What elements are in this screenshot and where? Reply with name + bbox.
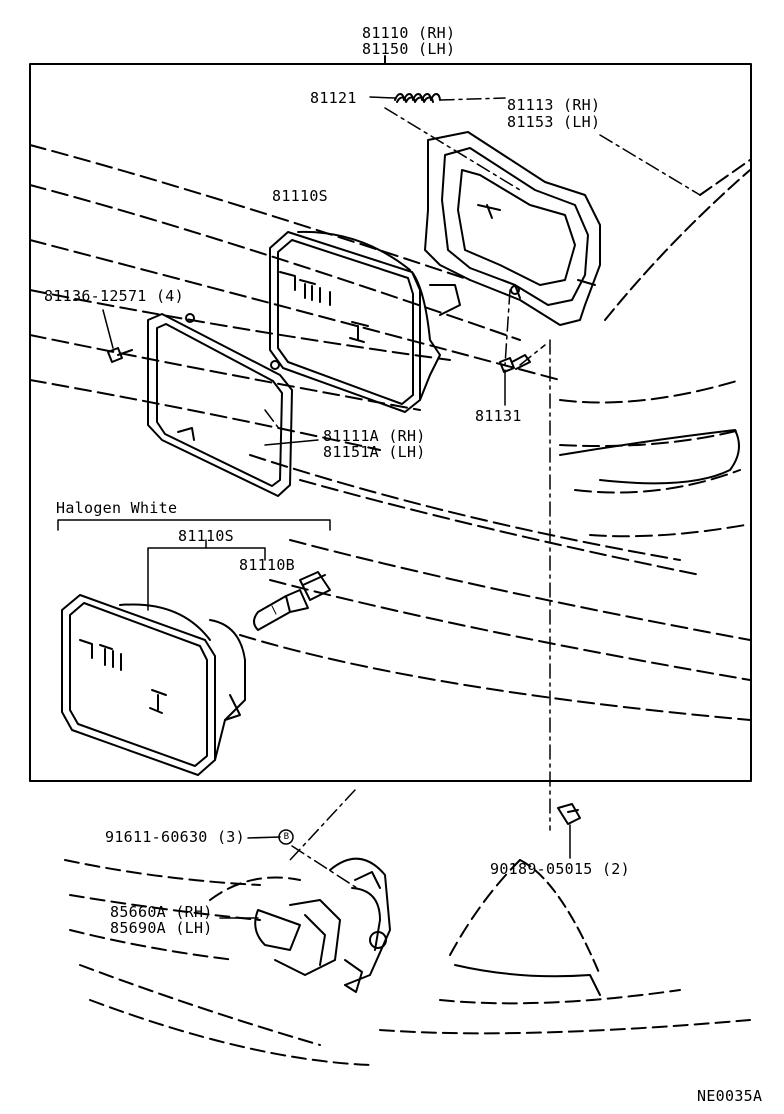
fog-lamp-part	[219, 857, 391, 993]
halogen-bracket	[57, 519, 331, 611]
label-screw: 81136-12571 (4)	[44, 287, 184, 305]
bezel-part	[147, 313, 293, 497]
label-halogen-bulb: 81110B	[239, 556, 295, 574]
fender-contour	[559, 429, 740, 485]
spring-part	[369, 93, 441, 103]
label-housing-lh: 81153 (LH)	[507, 113, 601, 131]
label-adjust-screw: 81131	[475, 407, 522, 425]
label-sealed-beam: 81110S	[272, 187, 328, 205]
label-spring: 81121	[310, 89, 357, 107]
label-clip: 90189-05015 (2)	[490, 860, 630, 878]
diagram-code: NE0035A	[697, 1087, 763, 1105]
label-halogen-beam: 81110S	[178, 527, 234, 545]
label-housing-rh: 81113 (RH)	[507, 96, 601, 114]
assembly-frame	[29, 63, 752, 782]
bolt-callout	[247, 829, 294, 845]
lower-body-contours	[64, 859, 751, 1066]
housing-part	[424, 131, 601, 326]
label-bezel-rh: 81111A (RH)	[323, 427, 426, 445]
label-assembly-rh: 81110 (RH)	[362, 24, 456, 42]
label-bezel-lh: 81151A (LH)	[323, 443, 426, 461]
sealed-beam-part	[269, 230, 461, 413]
screw-part	[102, 309, 133, 363]
leader-lines	[264, 97, 701, 891]
label-bolt: 91611-60630 (3)	[105, 828, 245, 846]
halogen-beam-part	[61, 594, 246, 776]
halogen-bulb-part	[253, 571, 331, 631]
bolt-callout-letter: B	[283, 832, 290, 842]
body-contours	[29, 144, 751, 721]
label-foglamp-lh: 85690A (LH)	[110, 919, 213, 937]
label-foglamp-rh: 85660A (RH)	[110, 903, 213, 921]
adjust-screw-part	[499, 354, 531, 406]
clip-part	[557, 803, 581, 859]
label-halogen-group: Halogen White	[56, 499, 178, 517]
label-assembly-lh: 81150 (LH)	[362, 40, 456, 58]
